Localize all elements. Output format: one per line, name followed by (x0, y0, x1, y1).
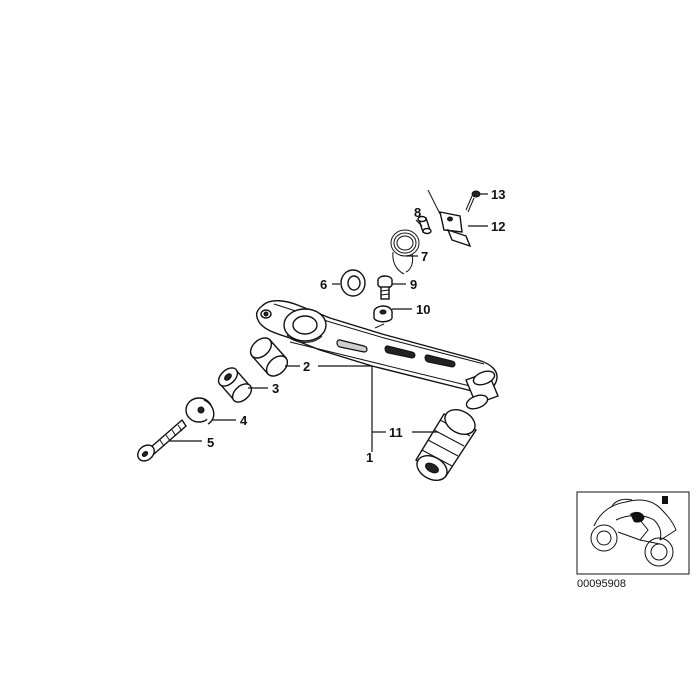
callout-2: 2 (303, 359, 310, 374)
callout-5: 5 (207, 435, 214, 450)
washer (340, 269, 366, 297)
bushing-large (249, 337, 289, 377)
bolt-long (137, 418, 187, 462)
motorcycle-thumbnail (576, 491, 690, 575)
leader-lines (170, 193, 488, 452)
bolt-small (377, 275, 393, 300)
callout-11: 11 (389, 425, 403, 440)
callout-13: 13 (491, 187, 505, 202)
callout-12: 12 (491, 219, 505, 234)
sleeve (217, 367, 253, 403)
callout-labels: 1 2 3 4 5 6 7 8 9 10 11 12 13 (207, 187, 505, 465)
callout-6: 6 (320, 277, 327, 292)
brake-lever (255, 300, 499, 410)
callout-8: 8 (414, 205, 421, 220)
pin (417, 215, 432, 235)
screw-small (465, 190, 481, 213)
callout-10: 10 (416, 302, 430, 317)
callout-9: 9 (410, 277, 417, 292)
callout-3: 3 (272, 381, 279, 396)
callout-1: 1 (366, 450, 373, 465)
cap-washer (185, 397, 215, 425)
footrest-rubber (415, 409, 478, 481)
callout-4: 4 (240, 413, 248, 428)
nut (373, 305, 393, 329)
torsion-spring (390, 229, 420, 275)
switch-bracket (427, 189, 472, 248)
callout-7: 7 (421, 249, 428, 264)
image-code: 00095908 (577, 578, 626, 590)
